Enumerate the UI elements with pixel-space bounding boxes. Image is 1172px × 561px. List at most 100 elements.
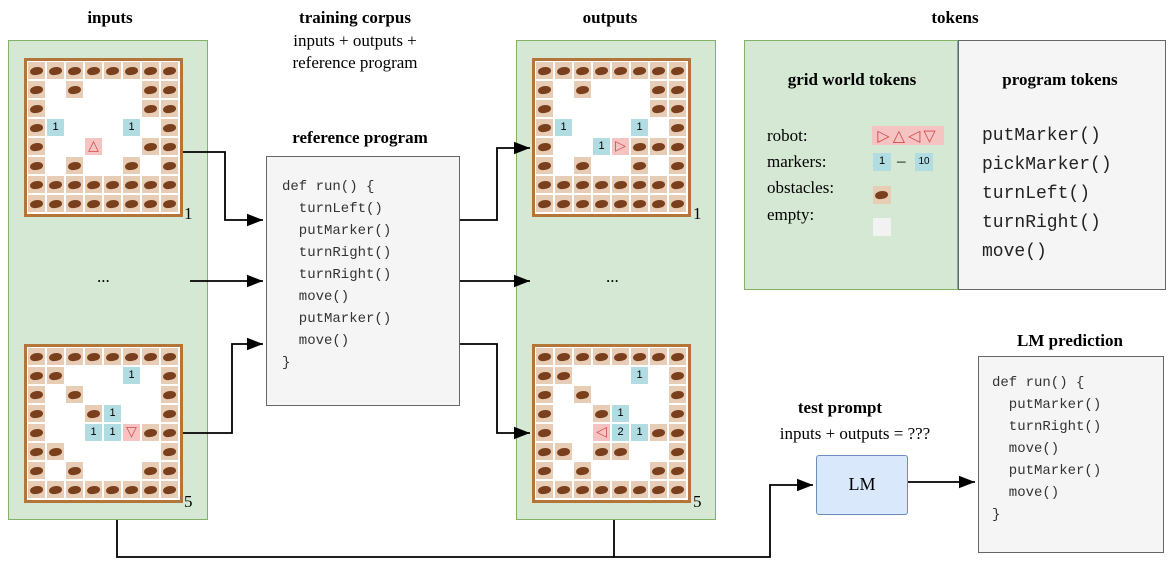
obstacle-cell [85, 176, 102, 193]
obstacle-cell [161, 176, 178, 193]
obstacle-cell [612, 481, 629, 498]
obstacle-token [873, 186, 891, 204]
obstacle-cell [536, 81, 553, 98]
marker-cell: 1 [612, 405, 629, 422]
obstacle-cell [593, 348, 610, 365]
robot-icon: ▽ [123, 424, 140, 441]
obstacle-cell [85, 405, 102, 422]
obstacle-cell [536, 424, 553, 441]
marker-cell: 1 [631, 119, 648, 136]
obstacle-cell [650, 195, 667, 212]
obstacle-cell [536, 481, 553, 498]
obstacle-cell [142, 100, 159, 117]
robot-down-icon: ▽ [923, 126, 939, 145]
arrow-input5-to-program [183, 337, 263, 434]
obstacle-cell [555, 443, 572, 460]
robot-icon: △ [85, 138, 102, 155]
reference-program-line: move() [282, 289, 350, 305]
obstacle-cell [536, 138, 553, 155]
marker-max-token: 10 [915, 153, 933, 171]
obstacle-cell [593, 443, 610, 460]
obstacle-cell [161, 348, 178, 365]
obstacle-cell [123, 176, 140, 193]
obstacle-cell [650, 424, 667, 441]
obstacle-cell [104, 481, 121, 498]
obstacle-cell [536, 367, 553, 384]
reference-program-code: def run() { turnLeft() putMarker() turnR… [282, 176, 391, 374]
obstacle-cell [650, 481, 667, 498]
robot-icon: ▷ [612, 138, 629, 155]
obstacle-cell [669, 348, 686, 365]
input-grid-number-5: 5 [184, 492, 193, 511]
obstacle-cell [650, 62, 667, 79]
obstacle-cell [161, 386, 178, 403]
obstacle-cell [28, 443, 45, 460]
marker-cell: 1 [123, 119, 140, 136]
token-label-obstacles: obstacles: [767, 178, 835, 197]
obstacle-cell [161, 119, 178, 136]
obstacle-cell [555, 62, 572, 79]
robot-right-icon: ▷ [877, 126, 893, 145]
marker-cell: 1 [631, 424, 648, 441]
obstacle-cell [28, 119, 45, 136]
program-token-line: putMarker() [982, 126, 1101, 146]
obstacle-cell [142, 424, 159, 441]
program-tokens-panel [958, 40, 1166, 290]
training-corpus-line1: inputs + outputs + [293, 31, 417, 50]
program-token-line: turnRight() [982, 213, 1101, 233]
lm-prediction-line: } [992, 507, 1001, 523]
obstacle-cell [28, 176, 45, 193]
obstacle-cell [142, 81, 159, 98]
obstacle-cell [631, 62, 648, 79]
obstacle-cell [669, 367, 686, 384]
lm-prediction-line: turnRight() [992, 419, 1102, 435]
grid-world-tokens-title: grid world tokens [787, 70, 917, 89]
obstacle-cell [650, 81, 667, 98]
obstacle-cell [28, 138, 45, 155]
lm-prediction-code: def run() { putMarker() turnRight() move… [992, 372, 1101, 526]
obstacle-cell [669, 81, 686, 98]
obstacle-cell [66, 481, 83, 498]
lm-prediction-line: putMarker() [992, 463, 1102, 479]
obstacle-cell [574, 386, 591, 403]
obstacle-cell [142, 195, 159, 212]
obstacle-cell [536, 119, 553, 136]
obstacle-cell [28, 157, 45, 174]
obstacle-cell [650, 176, 667, 193]
reference-program-line: turnLeft() [282, 201, 383, 217]
outputs-header: outputs [582, 8, 638, 27]
obstacle-cell [593, 195, 610, 212]
obstacle-cell [574, 462, 591, 479]
obstacle-cell [28, 348, 45, 365]
output-grid-number-5: 5 [693, 492, 702, 511]
robot-icon: ◁ [593, 424, 610, 441]
obstacle-cell [142, 348, 159, 365]
marker-min-token: 1 [873, 153, 891, 171]
token-label-robot: robot: [767, 126, 808, 145]
marker-cell: 2 [612, 424, 629, 441]
obstacle-cell [104, 348, 121, 365]
obstacle-cell [161, 462, 178, 479]
obstacle-cell [669, 405, 686, 422]
obstacle-cell [142, 138, 159, 155]
obstacle-cell [85, 481, 102, 498]
obstacle-cell [612, 348, 629, 365]
obstacle-cell [28, 81, 45, 98]
obstacle-cell [47, 481, 64, 498]
obstacle-cell [66, 176, 83, 193]
obstacle-cell [104, 195, 121, 212]
obstacle-cell [612, 195, 629, 212]
obstacle-cell [669, 62, 686, 79]
obstacle-cell [593, 176, 610, 193]
obstacle-cell [669, 138, 686, 155]
token-label-empty: empty: [767, 205, 815, 224]
obstacle-cell [66, 348, 83, 365]
obstacle-cell [28, 62, 45, 79]
obstacle-cell [669, 157, 686, 174]
token-label-markers: markers: [767, 152, 827, 171]
marker-cell: 1 [123, 367, 140, 384]
obstacle-cell [669, 462, 686, 479]
obstacle-cell [631, 138, 648, 155]
